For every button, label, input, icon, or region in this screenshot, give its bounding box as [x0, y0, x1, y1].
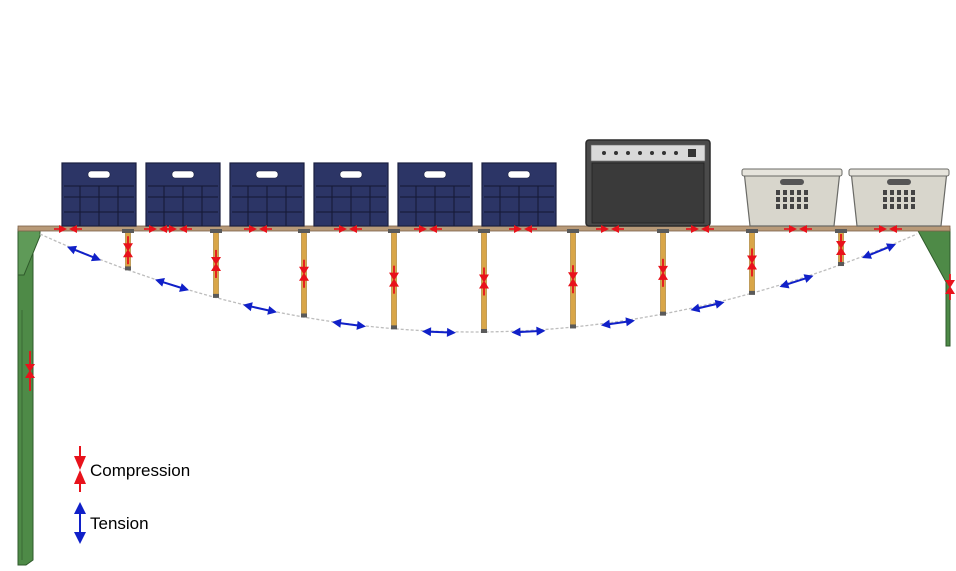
- compression-legend-icon: [74, 446, 86, 492]
- legend: Compression Tension: [74, 446, 190, 544]
- tension-arrow-icon: [422, 327, 456, 337]
- amplifier: [585, 139, 711, 227]
- tension-arrow-icon: [779, 274, 814, 289]
- crate: [481, 162, 557, 227]
- laundry-basket: [741, 168, 843, 227]
- crate: [61, 162, 137, 227]
- crate: [313, 162, 389, 227]
- right-support-bracket: [916, 228, 951, 347]
- tension-legend-icon: [74, 502, 86, 544]
- left-support-bracket: [17, 228, 41, 566]
- compression-arrow-icon: [244, 225, 272, 233]
- compression-arrow-icon: [54, 225, 82, 233]
- crate: [145, 162, 221, 227]
- compression-arrow-icon: [747, 248, 757, 277]
- tension-arrow-icon: [862, 243, 896, 259]
- compression-arrow-icon: [596, 225, 624, 233]
- tension-arrow-icon: [155, 278, 189, 292]
- crate: [229, 162, 305, 227]
- compression-arrow-icon: [334, 225, 362, 233]
- compression-arrow-icon: [509, 225, 537, 233]
- tension-arrow-icon: [332, 318, 366, 330]
- compression-arrow-icon: [211, 249, 221, 278]
- tension-arrow-icon: [243, 302, 277, 315]
- tension-cable: [39, 233, 918, 333]
- compression-arrow-icon: [568, 265, 578, 294]
- compression-arrow-icon: [945, 274, 955, 300]
- compression-arrow-icon: [686, 225, 714, 233]
- tension-arrow-icon: [511, 326, 546, 337]
- compression-legend-label: Compression: [90, 461, 190, 480]
- tension-legend-label: Tension: [90, 514, 149, 533]
- compression-arrow-icon: [658, 258, 668, 287]
- compression-arrow-icon: [784, 225, 812, 233]
- tension-arrow-icon: [601, 317, 635, 329]
- compression-arrow-icon: [164, 225, 192, 233]
- compression-arrow-icon: [25, 351, 35, 391]
- tension-arrow-icon: [67, 245, 101, 262]
- laundry-basket: [848, 168, 950, 227]
- compression-arrow-icon: [389, 265, 399, 294]
- compression-arrow-icon: [414, 225, 442, 233]
- compression-arrow-icon: [836, 234, 846, 263]
- compression-arrow-icon: [123, 236, 133, 265]
- compression-arrow-icon: [874, 225, 902, 233]
- basket-group: [741, 168, 950, 227]
- compression-arrow-icon: [479, 267, 489, 296]
- crate-group: [61, 162, 557, 227]
- crate: [397, 162, 473, 227]
- compression-arrow-icon: [299, 259, 309, 288]
- tension-arrow-icon: [690, 299, 725, 313]
- force-arrow-group: [25, 225, 955, 391]
